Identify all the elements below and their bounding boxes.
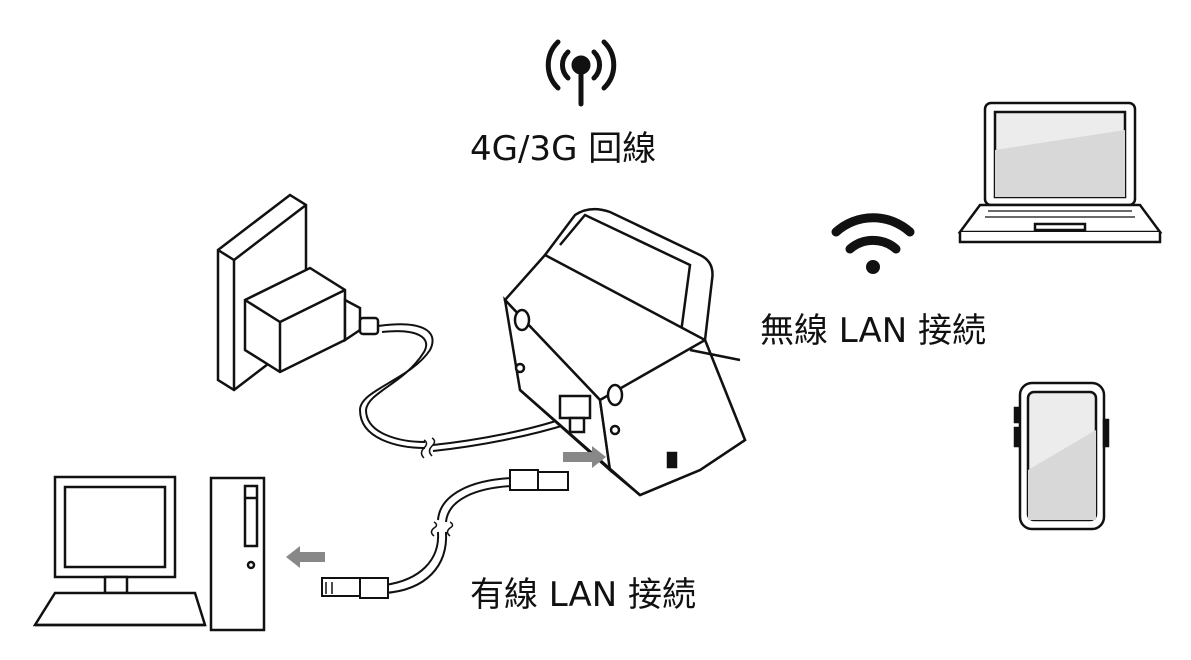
antenna-signal-icon <box>545 39 617 107</box>
wifi-icon <box>831 213 915 274</box>
wireless-lan-label: 無線 LAN 接続 <box>760 311 987 351</box>
power-cable <box>358 323 569 459</box>
cellular-line-label: 4G/3G 回線 <box>470 129 657 169</box>
laptop-icon <box>957 101 1163 244</box>
smartphone-icon <box>1013 381 1110 531</box>
desktop-pc-icon <box>32 475 266 632</box>
ac-adapter-icon <box>243 266 380 374</box>
arrow-right-icon <box>563 446 606 468</box>
router-icon <box>503 207 747 497</box>
arrow-left-icon <box>286 546 325 568</box>
wired-lan-label: 有線 LAN 接続 <box>470 575 697 615</box>
cable-end <box>325 582 333 594</box>
